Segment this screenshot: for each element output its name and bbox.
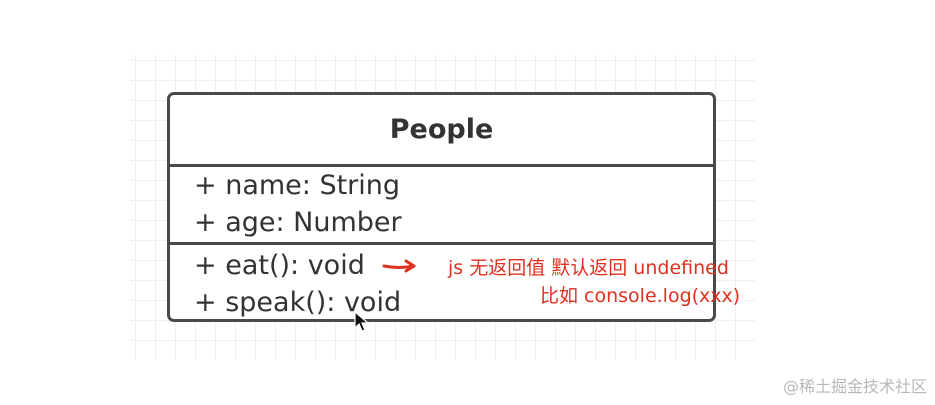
methods-section: + eat(): void + speak(): void (170, 245, 713, 319)
right-arrow-icon (382, 259, 416, 273)
attributes-section: + name: String + age: Number (170, 167, 713, 245)
method-eat: + eat(): void (194, 250, 365, 281)
method-speak: + speak(): void (194, 287, 402, 318)
mouse-cursor-icon (354, 311, 370, 332)
class-name: People (170, 95, 713, 167)
uml-class-box: People + name: String + age: Number + ea… (167, 92, 716, 322)
annotation-line-1: js 无返回值 默认返回 undefined (448, 257, 729, 279)
attribute-age: + age: Number (194, 207, 402, 238)
watermark: @稀土掘金技术社区 (782, 377, 927, 396)
annotation-line-2: 比如 console.log(xxx) (540, 285, 741, 307)
attribute-name: + name: String (194, 170, 401, 201)
